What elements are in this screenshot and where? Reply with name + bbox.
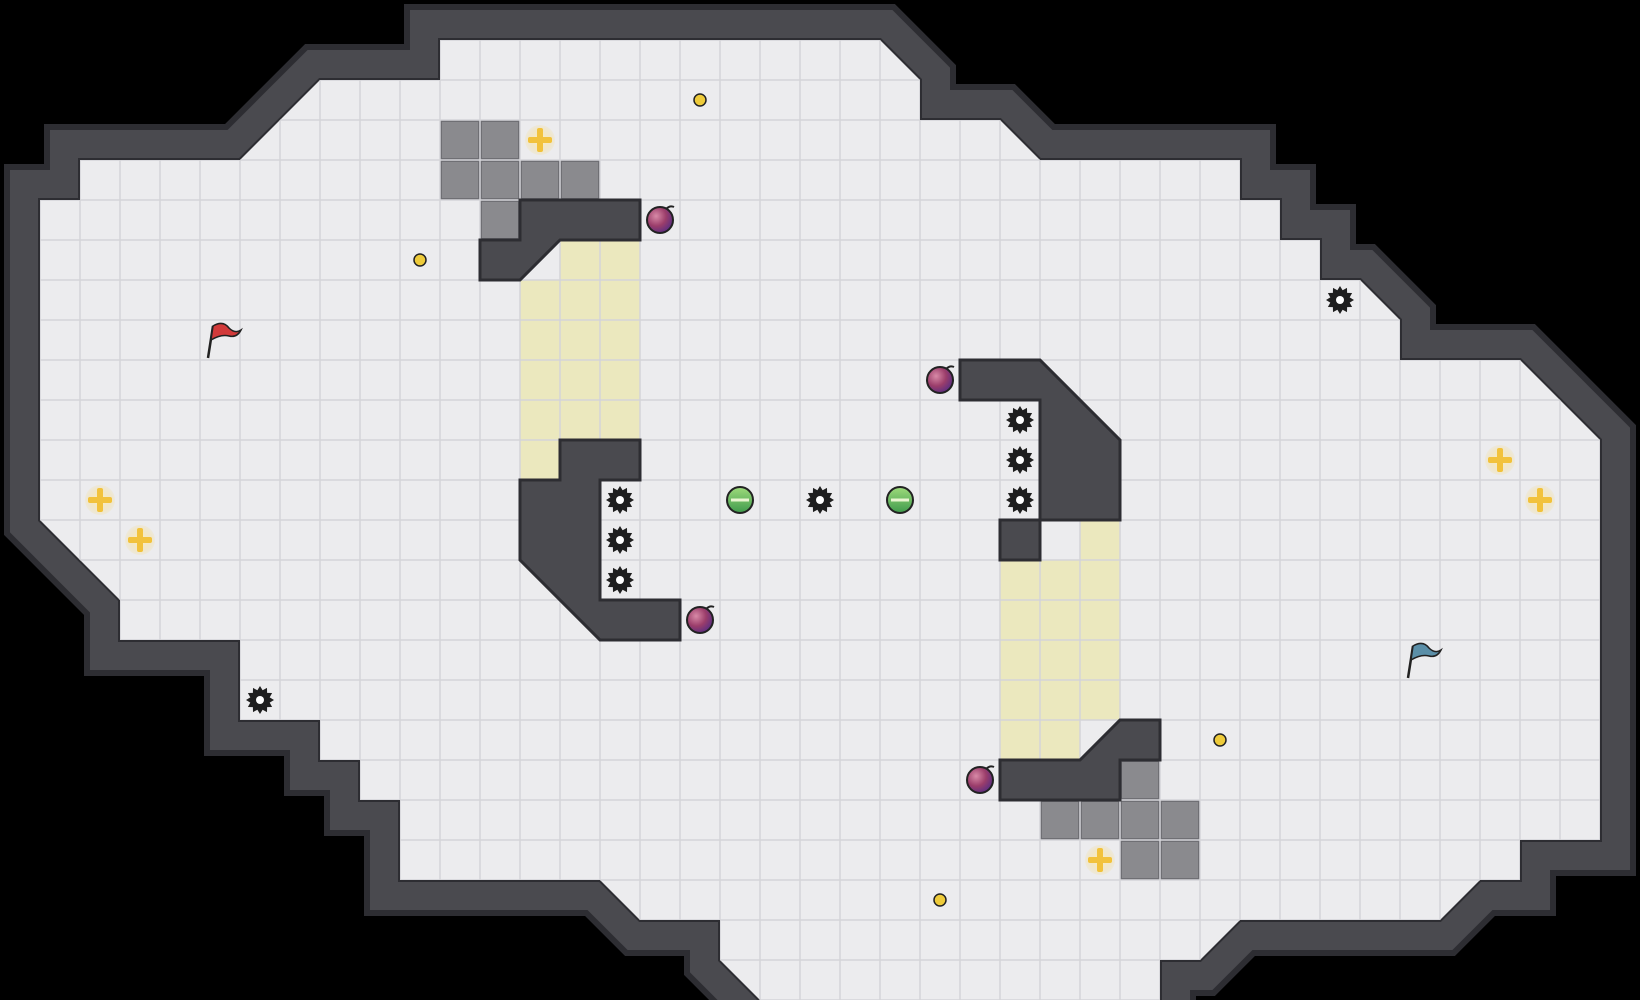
gate-tile xyxy=(480,120,520,160)
gate-tile xyxy=(1120,760,1160,800)
bomb-icon xyxy=(646,205,675,234)
powerup-icon xyxy=(886,486,914,514)
button-icon xyxy=(413,253,427,267)
spike-icon xyxy=(606,486,634,514)
spike-icon xyxy=(246,686,274,714)
button-icon xyxy=(933,893,947,907)
button-icon xyxy=(693,93,707,107)
inner-wall-left xyxy=(518,438,682,642)
map-items xyxy=(85,93,1555,907)
boost-pad-icon xyxy=(85,485,115,515)
spike-icon xyxy=(1006,406,1034,434)
gate-tile xyxy=(440,120,480,160)
boost-pad-icon xyxy=(1085,845,1115,875)
bomb-icon xyxy=(966,765,995,794)
special-tiles xyxy=(440,120,1200,880)
spike-icon xyxy=(606,526,634,554)
boost-pad-icon xyxy=(1525,485,1555,515)
spike-icon xyxy=(1006,446,1034,474)
red-flag-icon xyxy=(206,322,243,359)
gate-tile xyxy=(1160,800,1200,840)
gate-tile xyxy=(1160,840,1200,880)
gate-tile xyxy=(1120,800,1160,840)
gate-tile xyxy=(480,200,520,240)
inner-walls xyxy=(478,198,1162,802)
blue-flag-icon xyxy=(1406,642,1443,679)
boost-pad-icon xyxy=(1485,445,1515,475)
gate-tile xyxy=(1080,800,1120,840)
bomb-icon xyxy=(926,365,955,394)
bomb-icon xyxy=(686,605,715,634)
gate-tile xyxy=(1040,800,1080,840)
spike-icon xyxy=(1326,286,1354,314)
speed-zone xyxy=(1080,520,1120,720)
speed-zone xyxy=(520,280,560,480)
spike-icon xyxy=(1006,486,1034,514)
gate-tile xyxy=(480,160,520,200)
gate-tile xyxy=(440,160,480,200)
boost-pad-icon xyxy=(125,525,155,555)
button-icon xyxy=(1213,733,1227,747)
gate-tile xyxy=(560,160,600,200)
gate-tile xyxy=(520,160,560,200)
inner-wall-right xyxy=(958,358,1122,562)
powerup-icon xyxy=(726,486,754,514)
inner-wall-bottom xyxy=(998,718,1162,802)
spike-icon xyxy=(806,486,834,514)
boost-pad-icon xyxy=(525,125,555,155)
gate-tile xyxy=(1120,840,1160,880)
inner-wall-top xyxy=(478,198,642,282)
spike-icon xyxy=(606,566,634,594)
